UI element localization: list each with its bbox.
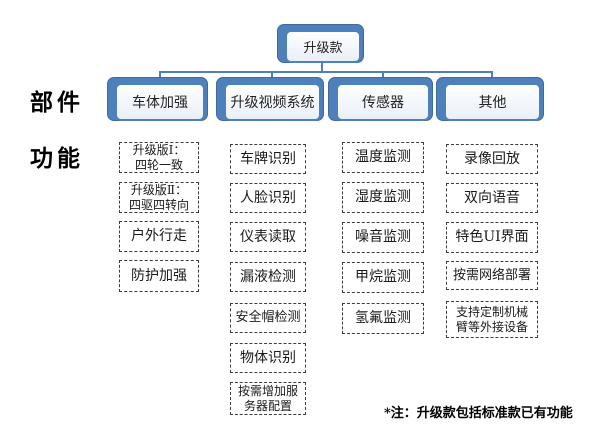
node-root-face: 升级款 bbox=[285, 30, 361, 63]
node-face: 车体加强 bbox=[115, 83, 205, 121]
function-item: 氢氟监测 bbox=[342, 303, 424, 334]
node-face: 其他 bbox=[444, 83, 541, 121]
node-root: 升级款 bbox=[277, 24, 364, 63]
function-item: 户外行走 bbox=[119, 221, 199, 252]
function-item: 按需网络部署 bbox=[446, 261, 538, 290]
node-category-video: 升级视频系统 bbox=[216, 77, 324, 121]
function-item: 温度监测 bbox=[342, 142, 424, 173]
node-face: 升级视频系统 bbox=[224, 83, 321, 121]
node-face: 传感器 bbox=[336, 83, 430, 121]
function-item: 噪音监测 bbox=[342, 222, 424, 253]
function-item: 仪表读取 bbox=[230, 222, 306, 252]
function-item: 升级版Ⅰ： 四轮一致 bbox=[119, 142, 199, 173]
function-item: 升级版Ⅱ： 四驱四转向 bbox=[119, 182, 199, 213]
node-category-other: 其他 bbox=[436, 77, 544, 121]
connector-stub-video bbox=[271, 71, 273, 78]
function-item: 支持定制机械 臂等外接设备 bbox=[446, 301, 538, 338]
row-label-functions: 功能 bbox=[30, 145, 84, 172]
function-item: 防护加强 bbox=[119, 260, 199, 292]
footnote: *注：升级款包括标准款已有功能 bbox=[384, 406, 573, 421]
node-category-sensor: 传感器 bbox=[328, 77, 433, 121]
connector-stub-sensor bbox=[382, 71, 384, 78]
connector-stub-other bbox=[491, 71, 493, 78]
row-label-components: 部件 bbox=[30, 89, 84, 116]
function-item: 车牌识别 bbox=[230, 144, 306, 174]
connector-stub-body bbox=[159, 71, 161, 78]
function-item: 人脸识别 bbox=[230, 183, 306, 213]
function-item: 漏液检测 bbox=[230, 262, 306, 292]
function-item: 按需增加服 务器配置 bbox=[230, 382, 306, 415]
function-item: 双向语音 bbox=[446, 183, 538, 213]
connector-root-stub bbox=[321, 61, 323, 73]
node-category-body: 车体加强 bbox=[107, 77, 208, 121]
function-item: 甲烷监测 bbox=[342, 262, 424, 293]
category-label: 其他 bbox=[478, 95, 507, 111]
category-label: 升级视频系统 bbox=[230, 95, 315, 111]
function-item: 安全帽检测 bbox=[230, 303, 306, 333]
function-item: 物体识别 bbox=[230, 343, 306, 373]
node-root-label: 升级款 bbox=[303, 41, 343, 56]
category-label: 车体加强 bbox=[132, 95, 188, 111]
function-item: 录像回放 bbox=[446, 144, 538, 174]
connector-horizontal bbox=[159, 71, 493, 73]
function-item: 特色UI界面 bbox=[446, 222, 538, 253]
function-item: 湿度监测 bbox=[342, 182, 424, 213]
category-label: 传感器 bbox=[362, 95, 404, 111]
